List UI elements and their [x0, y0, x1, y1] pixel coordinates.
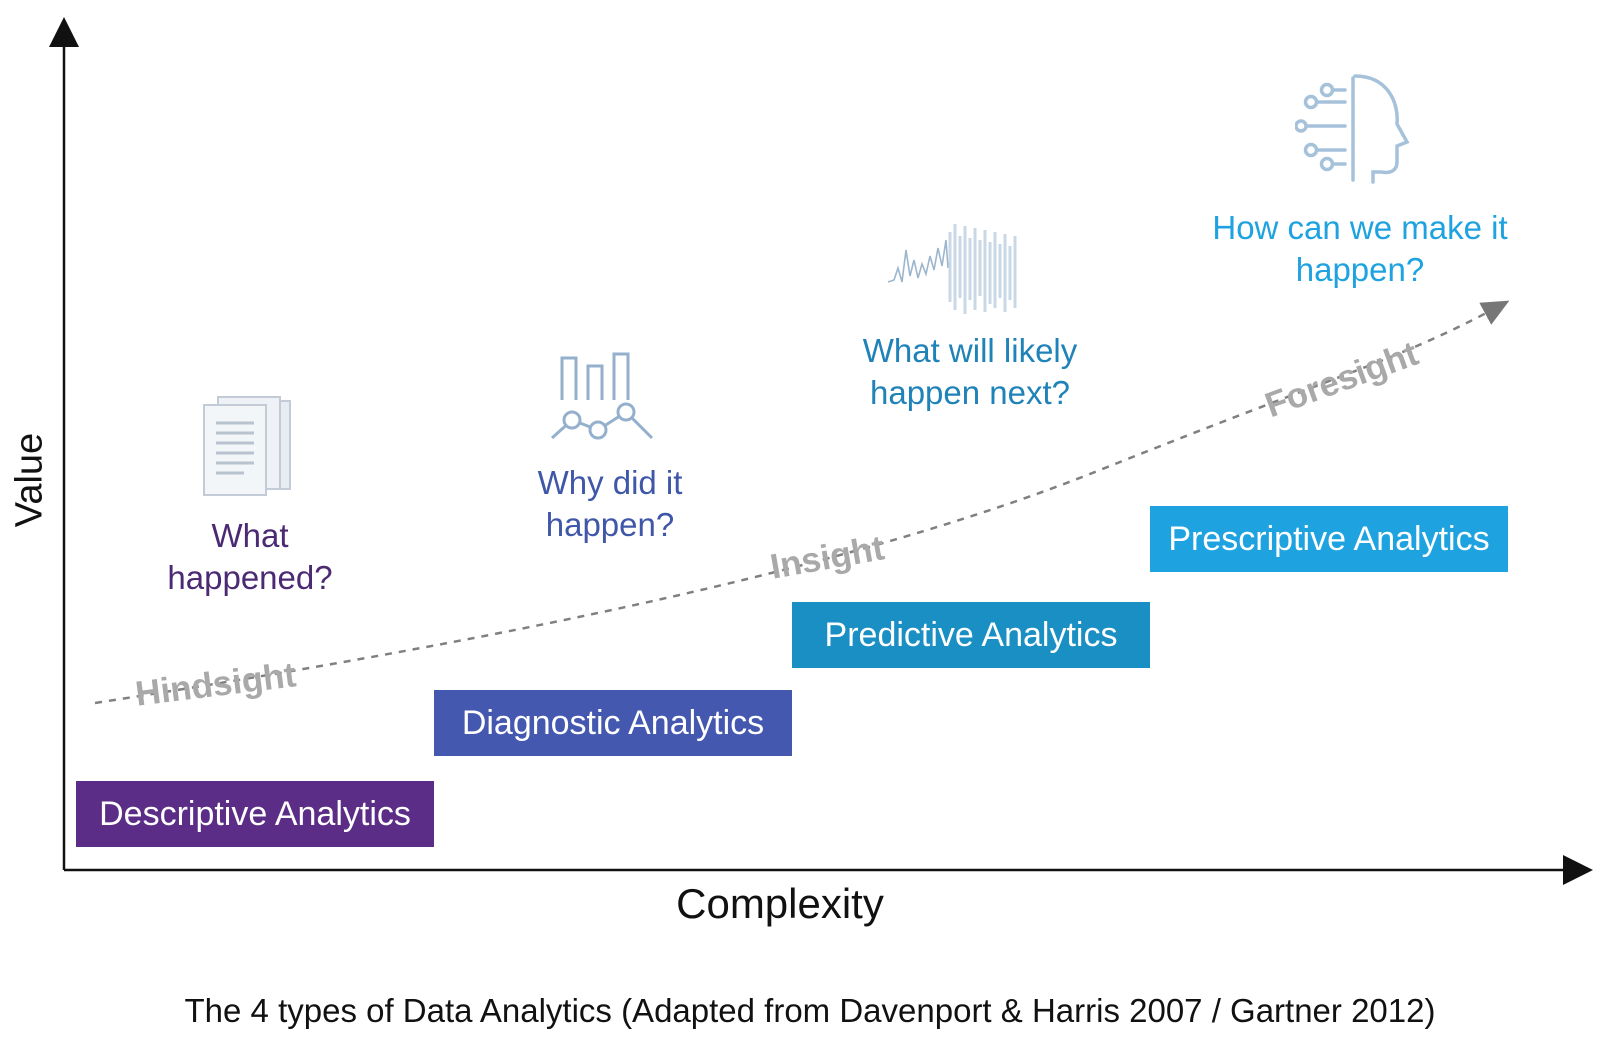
- predictive-question: What will likely happen next?: [862, 332, 1078, 411]
- descriptive-analytics-box: Descriptive Analytics: [76, 781, 434, 847]
- value-curve: [94, 300, 1510, 705]
- ai-head-icon: [1295, 74, 1410, 184]
- bar-chart-icon: [550, 352, 654, 440]
- y-axis-label: Value: [0, 420, 60, 540]
- predictive-analytics-box: Predictive Analytics: [792, 602, 1150, 668]
- waveform-icon: [888, 224, 1017, 314]
- diagnostic-question: Why did it happen?: [537, 464, 683, 543]
- y-axis-label-text: Value: [8, 432, 51, 528]
- prescriptive-question: How can we make it happen?: [1212, 209, 1508, 288]
- descriptive-question: What happened?: [167, 517, 333, 596]
- figure-caption: The 4 types of Data Analytics (Adapted f…: [184, 992, 1436, 1029]
- document-icon: [203, 396, 291, 496]
- diagnostic-analytics-box: Diagnostic Analytics: [434, 690, 792, 756]
- x-axis-label: Complexity: [676, 880, 884, 927]
- prescriptive-analytics-box: Prescriptive Analytics: [1150, 506, 1508, 572]
